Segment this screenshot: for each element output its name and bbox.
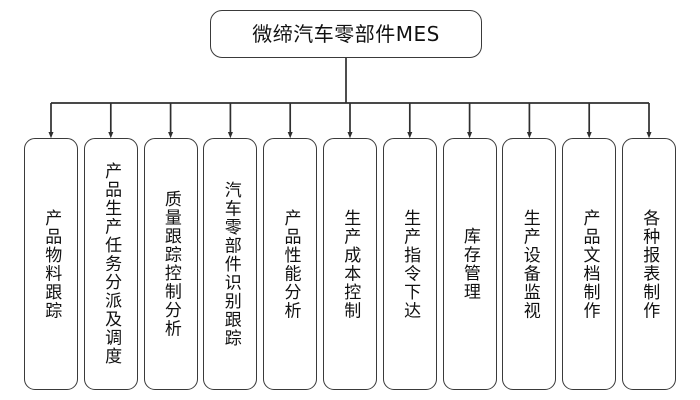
leaf-node-label: 生产指令下达: [400, 208, 421, 320]
leaf-node-11[interactable]: 各种报表制作: [622, 138, 676, 390]
leaf-node-row: 产品物料跟踪 产品生产任务分派及调度 质量跟踪控制分析 汽车零部件识别跟踪 产品性能分析…: [0, 138, 700, 390]
leaf-node-label: 生产成本控制: [340, 208, 361, 320]
leaf-node-label: 汽车零部件识别跟踪: [220, 180, 241, 348]
leaf-node-6[interactable]: 生产成本控制: [323, 138, 377, 390]
root-node[interactable]: 微缔汽车零部件MES: [210, 10, 482, 58]
root-node-label: 微缔汽车零部件MES: [252, 22, 440, 46]
leaf-node-label: 产品生产任务分派及调度: [101, 162, 122, 366]
leaf-node-9[interactable]: 生产设备监视: [502, 138, 557, 390]
leaf-node-10[interactable]: 产品文档制作: [562, 138, 617, 390]
leaf-node-label: 产品文档制作: [579, 208, 600, 320]
leaf-node-label: 产品物料跟踪: [41, 208, 62, 320]
leaf-node-label: 生产设备监视: [519, 208, 540, 320]
leaf-node-8[interactable]: 库存管理: [442, 138, 497, 390]
leaf-node-2[interactable]: 产品生产任务分派及调度: [83, 138, 138, 390]
leaf-node-1[interactable]: 产品物料跟踪: [24, 138, 78, 390]
leaf-node-label: 各种报表制作: [639, 208, 660, 320]
leaf-node-label: 库存管理: [459, 227, 480, 301]
leaf-node-3[interactable]: 质量跟踪控制分析: [143, 138, 198, 390]
leaf-node-label: 产品性能分析: [280, 208, 301, 320]
leaf-node-5[interactable]: 产品性能分析: [263, 138, 318, 390]
leaf-node-7[interactable]: 生产指令下达: [382, 138, 437, 390]
leaf-node-label: 质量跟踪控制分析: [160, 190, 181, 338]
leaf-node-4[interactable]: 汽车零部件识别跟踪: [203, 138, 258, 390]
